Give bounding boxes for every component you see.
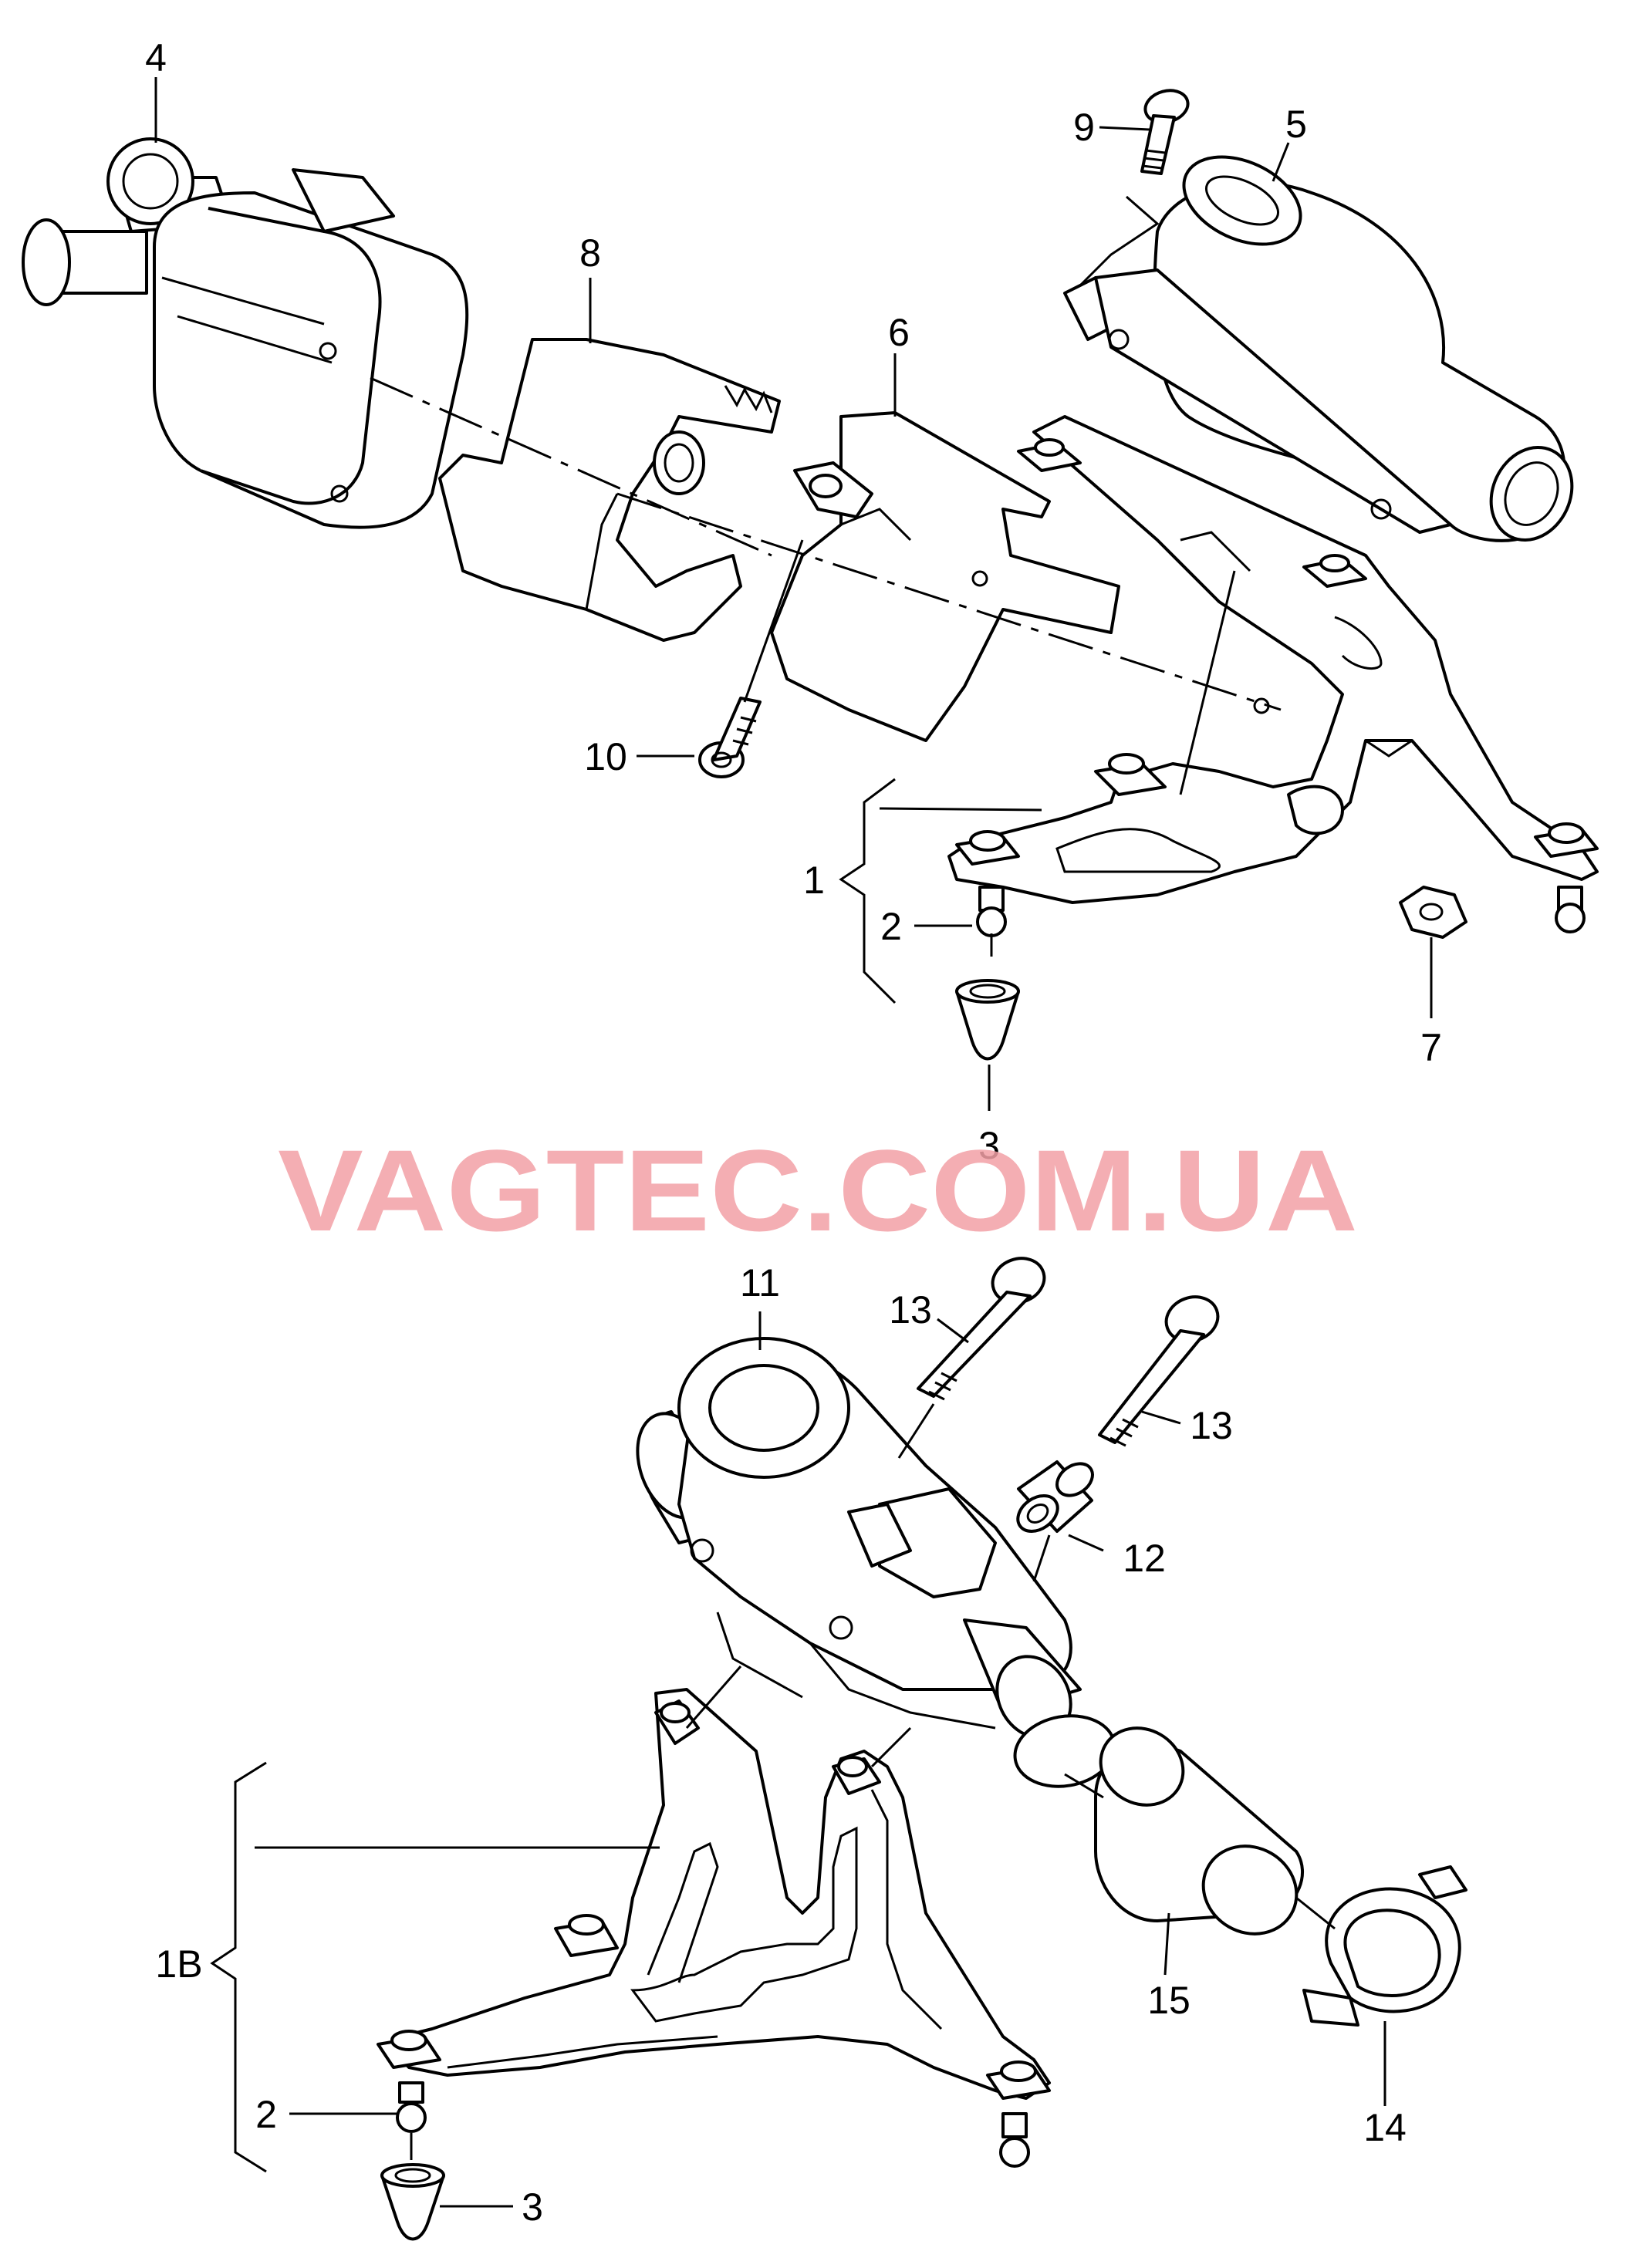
mounting-bracket-part-1 xyxy=(947,415,1599,937)
clip-part-8 xyxy=(438,338,781,642)
callout-9: 9 xyxy=(1073,106,1095,149)
callout-11: 11 xyxy=(740,1261,780,1304)
callout-2-bottom: 2 xyxy=(255,2093,277,2136)
nut-part-7 xyxy=(1399,886,1467,939)
assembly-axis-bolt-5 xyxy=(1079,195,1160,287)
assembly-axis-bottom-6 xyxy=(1295,1896,1336,1930)
callout-5: 5 xyxy=(1285,103,1307,146)
aux-pump-part-5 xyxy=(1063,155,1574,542)
assembly-axis-screw-10 xyxy=(743,539,804,703)
bolt-part-13-left xyxy=(917,1257,1046,1401)
callout-2-top: 2 xyxy=(880,905,902,948)
watermark-text: VAGTEC.COM.UA xyxy=(278,1126,1358,1255)
bolt-part-13-right xyxy=(1098,1295,1220,1447)
callout-12: 12 xyxy=(1123,1537,1166,1580)
buffer-part-3-top xyxy=(955,979,1020,1061)
callout-3-top: 3 xyxy=(978,1124,1000,1167)
callout-1b: 1B xyxy=(155,1942,202,1986)
callout-3-bottom: 3 xyxy=(522,2185,543,2229)
bracket-part-6 xyxy=(770,411,1120,742)
callout-13-left: 13 xyxy=(889,1288,932,1331)
callout-10: 10 xyxy=(584,735,627,778)
assembly-axis-bottom-1 xyxy=(685,1666,742,1729)
assembly-axis-bottom-2 xyxy=(870,1726,912,1768)
coolant-valve-part-11 xyxy=(636,1337,1116,1788)
buffer-part-3-bottom xyxy=(380,2163,445,2241)
bolt-part-9 xyxy=(1140,89,1190,175)
callout-6: 6 xyxy=(888,311,910,354)
callout-leaders xyxy=(154,77,1433,2208)
screw-part-10 xyxy=(698,697,762,778)
callout-15: 15 xyxy=(1147,1979,1191,2022)
callout-1: 1 xyxy=(803,859,825,902)
sleeve-part-15 xyxy=(1094,1726,1305,1936)
callout-4: 4 xyxy=(145,36,167,79)
callout-8: 8 xyxy=(579,231,601,275)
callout-13-right: 13 xyxy=(1190,1404,1233,1447)
hose-clamp-part-14 xyxy=(1302,1865,1467,2027)
assembly-axis-bottom-5 xyxy=(1064,1773,1104,1799)
assembly-axis-top-2 xyxy=(616,492,1282,711)
spacer-part-12 xyxy=(1016,1460,1094,1533)
assembly-axis-top-1 xyxy=(370,376,772,557)
assembly-axis-bottom-4 xyxy=(1032,1534,1051,1582)
coolant-pump-part-4 xyxy=(22,137,469,529)
assembly-axis-bottom-3 xyxy=(897,1403,935,1459)
mounting-bracket-part-1b xyxy=(377,1688,1051,2168)
callout-7: 7 xyxy=(1420,1026,1442,1069)
assembly-axis-bracket-1 xyxy=(1179,570,1236,795)
callout-14: 14 xyxy=(1363,2106,1407,2149)
